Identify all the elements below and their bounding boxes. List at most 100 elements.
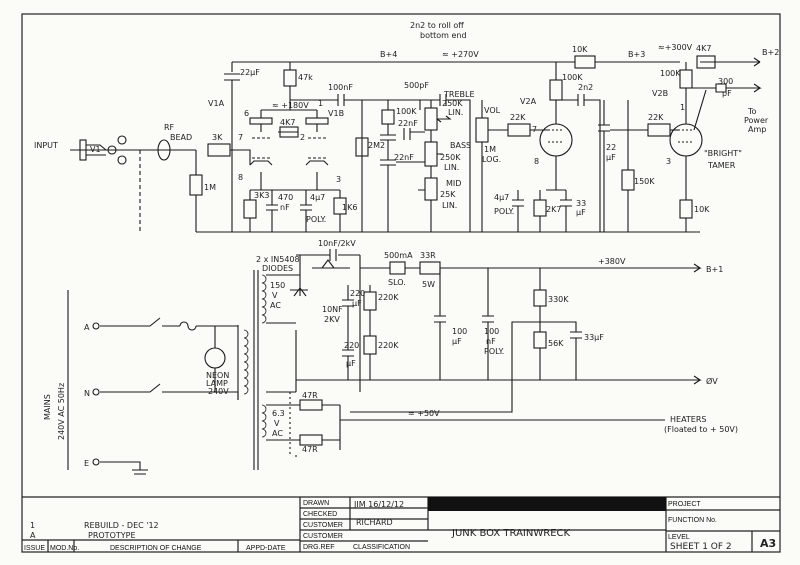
label-2m2: 2M2 [368,141,385,150]
label-22uf-input: 22µF [240,68,260,77]
resistor-1k6 [333,197,347,215]
label-mid-value: 25K [440,190,456,199]
resistor-100k-v2a [549,79,563,101]
label-to-power-3: Amp [748,125,766,134]
label-v1a: V1A [208,99,225,108]
label-bias-voltage: ≈ +180V [272,101,309,110]
label-to-power: To [747,107,757,116]
pin-2: 2 [300,133,305,142]
label-rf: RF [164,123,175,132]
label-2kv: 2KV [324,315,340,324]
label-500ma: 500mA [384,251,413,260]
cap-22nf-a [403,128,425,140]
label-56k: 56K [548,339,564,348]
cap-220uf-a [342,285,354,330]
label-n: N [84,389,90,398]
label-v2a: V2A [520,97,537,106]
rail-b1-voltage: +380V [598,257,626,266]
pin-6: 6 [244,109,249,118]
label-vol: VOL [484,106,501,115]
label-22k-a: 22K [510,113,526,122]
tb-change-value: REBUILD - DEC '12 [84,521,159,530]
tb-mod-no: MOD.No. [50,545,79,552]
rf-bead [157,139,171,161]
pin-1: 1 [318,99,323,108]
label-300pf-unit: pF [722,89,732,98]
rail-b3-voltage: ≈+300V [658,43,693,52]
label-33uf-unit: µF [576,208,586,217]
tb-appd-date: APPD-DATE [246,545,286,552]
label-bass-lin: LIN. [444,163,459,172]
label-47r-b: 47R [302,445,318,454]
label-4u7-v1: 4µ7 [310,193,325,202]
label-3k3: 3K3 [254,191,269,200]
input-jack [79,139,87,161]
tb-drg-ref: DRG.REF [303,544,335,551]
label-4u7-v1-poly: POLY. [306,215,326,224]
label-lamp-voltage: 240V [208,387,229,396]
rail-b2-label: B+2 [762,48,779,57]
label-treble-value: 250K [442,99,463,108]
resistor-4k7-v1 [279,126,299,138]
label-4k7-b2: 4K7 [696,44,711,53]
label-4u7-v2-poly: POLY. [494,207,514,216]
label-1k6: 1K6 [342,203,357,212]
diode-1 [312,259,350,269]
tb-mod-value: A [30,531,36,540]
cap-4u7-v2 [512,190,524,232]
cap-33uf-psu [540,321,582,380]
tb-level: LEVEL [668,534,690,541]
pot-mid [424,177,438,201]
label-100nf-poly: POLY. [484,347,504,356]
pin-8: 8 [238,173,243,182]
label-a: A [84,323,90,332]
label-47k: 47k [298,73,313,82]
label-220uf-a-unit: µF [352,299,362,308]
label-slo: SLO. [388,278,406,287]
label-220uf-b: 220 [344,341,359,350]
pot-bass [424,141,438,167]
label-470nf-unit: nF [280,203,290,212]
tb-size: A3 [760,537,776,550]
label-heaters-floated: (Floated to + 50V) [664,425,738,434]
label-treble-lin: LIN. [448,108,463,117]
tb-drawn-value: JIM 16/12/12 [353,500,404,509]
cap-10nf-2kv [329,249,337,261]
label-heaters: HEATERS [670,415,707,424]
label-10nf: 10NF [322,305,343,314]
resistor-10k [574,55,596,69]
label-150v: 150 [270,281,285,290]
label-4u7-v2: 4µ7 [494,193,509,202]
resistor-47r-a [299,399,323,411]
note-2n2: 2n2 to roll off [410,21,464,30]
mains-live-wire [100,317,238,331]
label-neon: NEON [206,371,229,380]
label-e: E [84,459,89,468]
label-v2b: V2B [652,89,668,98]
tb-customer-2: CUSTOMER [303,533,343,540]
cap-33uf [560,190,572,232]
label-22uf-v2: 22 [606,143,616,152]
mains-earth-wire [100,461,148,475]
label-diodes-2: DIODES [262,264,293,273]
label-diodes: 2 x IN5408 [256,255,300,264]
fuse-500ma [389,261,406,275]
zero-volt-bus [296,375,702,385]
label-v1b: V1B [328,109,344,118]
label-bass-value: 250K [440,153,461,162]
cap-300pf [686,83,762,93]
tube-v2a-symbol [539,123,573,157]
tb-description: DESCRIPTION OF CHANGE [110,545,202,552]
tb-issue-value: 1 [30,521,35,530]
resistor-100k-tone [381,109,395,125]
label-100k-v2a: 100K [562,73,583,82]
tb-drawn: DRAWN [303,500,329,507]
rail-b4-label: B+4 [380,50,397,59]
label-47r-a: 47R [302,391,318,400]
tb-customer: CUSTOMER [303,522,343,529]
label-v1: V1 [90,145,101,154]
resistor-220k-a [363,291,377,311]
rail-b1-wire [360,263,702,273]
